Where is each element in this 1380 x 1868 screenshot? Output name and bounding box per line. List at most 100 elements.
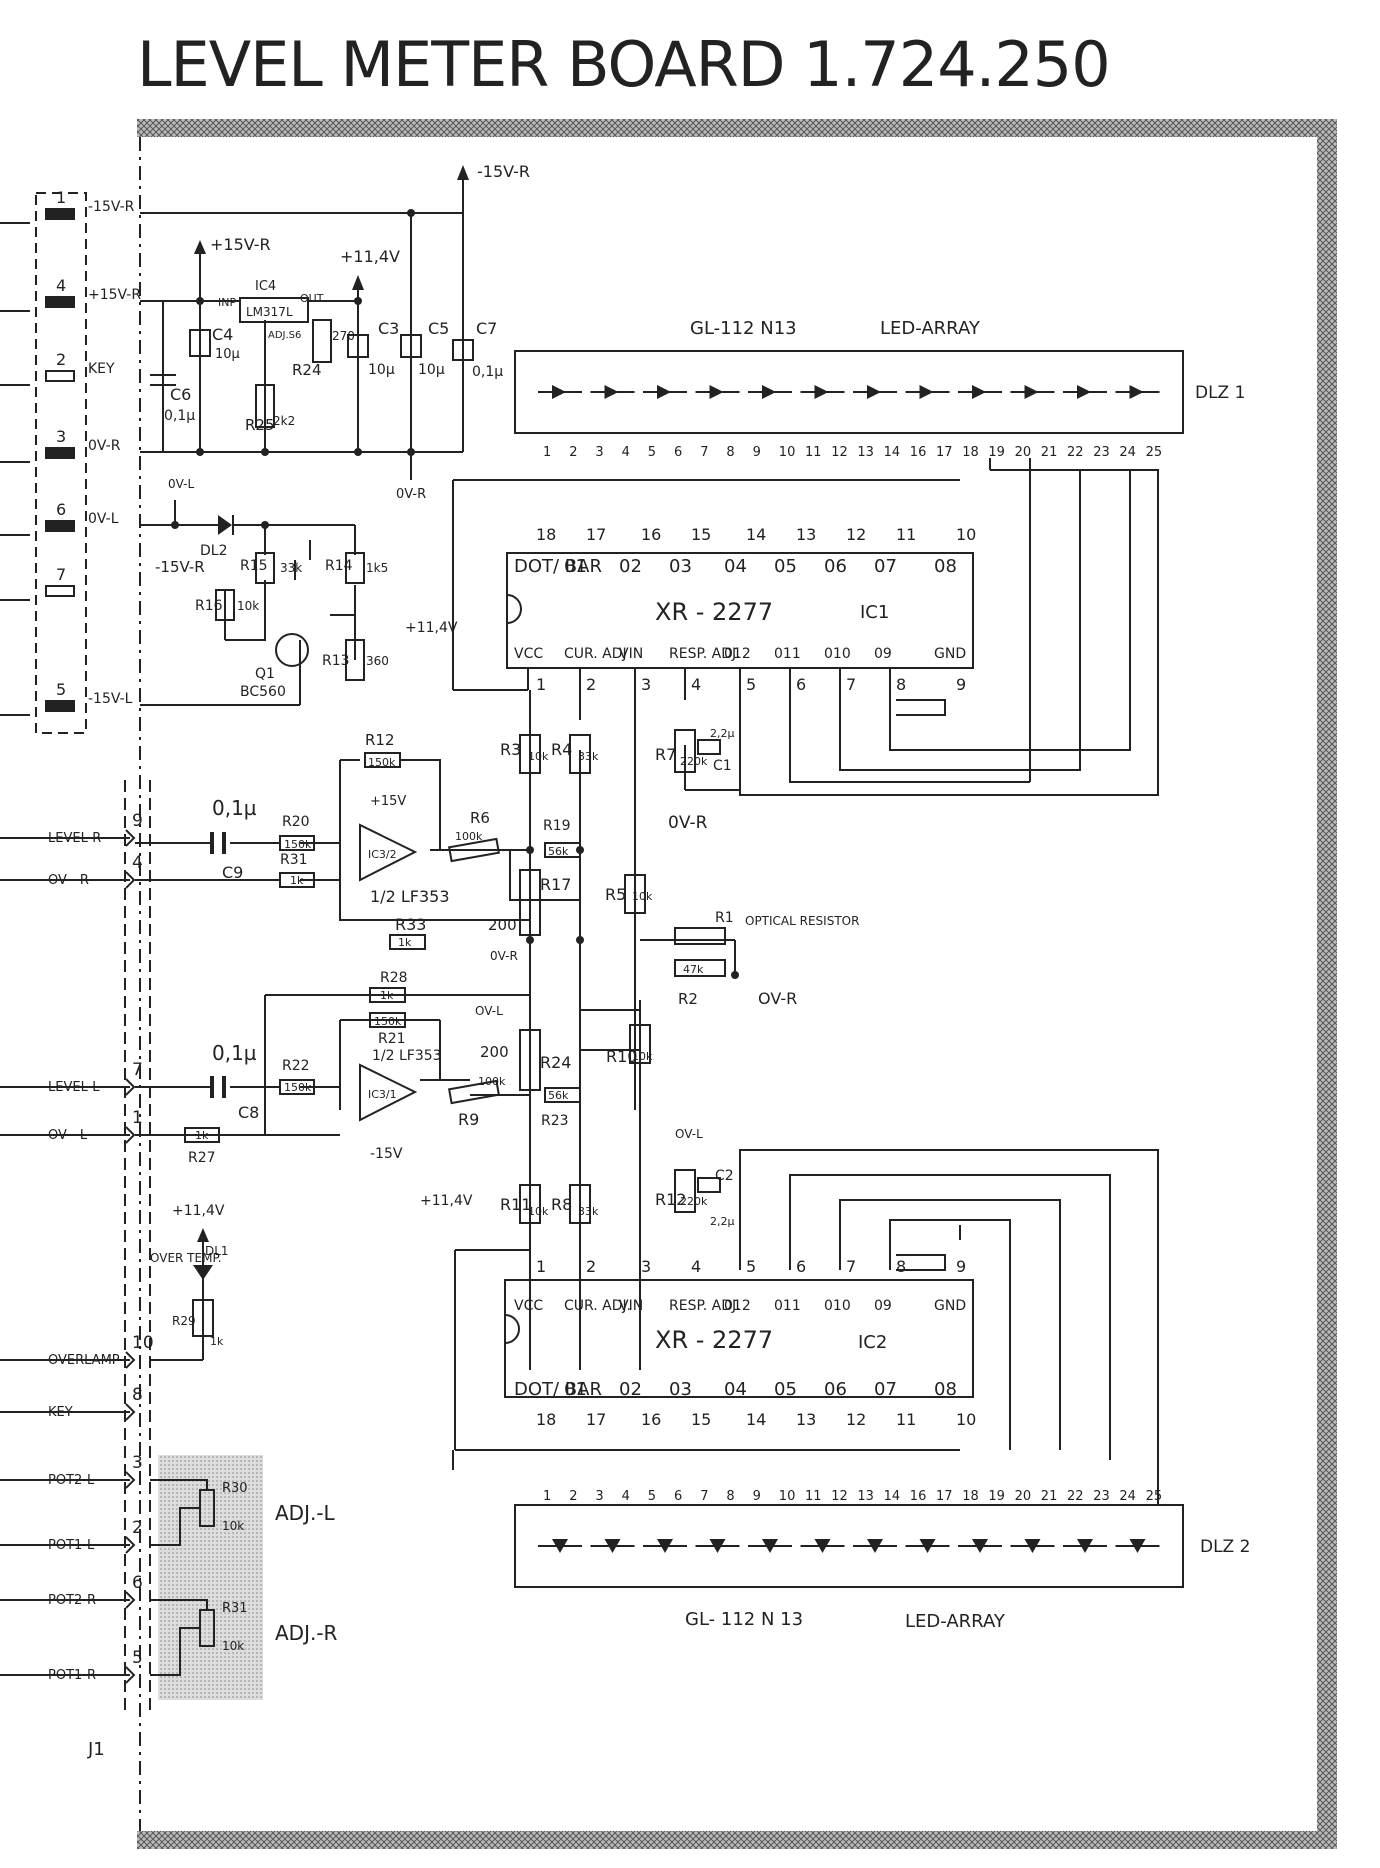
j1-row-number: 7 [132,1060,143,1080]
led-pin-number: 22 [1067,1489,1084,1504]
overtemp-label: OVER TEMP. [150,1251,222,1265]
r3-label: R3 [500,740,521,759]
r6-label: R6 [470,809,490,827]
ic-pin-number: 11 [896,525,916,544]
r23-label: R23 [541,1113,569,1129]
led-pin-number: 1 [543,445,551,460]
r12-left-value: 220k [680,1195,708,1208]
ic-pin-label: CUR. ADJ [564,646,627,662]
connector-pin-number: 3 [56,427,66,446]
connector-pin-label: 0V-R [88,438,121,454]
r2-value: 47k [683,963,704,976]
q1-label: Q1 [255,666,275,682]
r8-label: R8 [551,1195,572,1214]
ic-pin-label: 08 [934,1379,957,1400]
ic-pin-number: 6 [796,675,806,694]
r27-value: 1k [195,1129,209,1142]
adj-label: ADJ.S6 [268,330,301,341]
led-pin-number: 13 [857,445,874,460]
overtemp-section: +11,4V DL1 OVER TEMP. R29 1k [150,1203,229,1361]
ic-pin-number: 4 [691,1257,701,1276]
ic-pin-label: VCC [514,646,543,662]
ic-pin-label: 03 [669,556,692,577]
ovl-label-top: 0V-L [168,477,194,491]
r28-label: R28 [380,970,408,986]
r6-value: 100k [455,830,483,843]
connector-pin-number: 7 [56,565,66,584]
ic-pin-label: 01 [564,1379,587,1400]
ic-pin-number: 1 [536,1257,546,1276]
led-pin-number: 8 [726,1489,734,1504]
ovr-r2: OV-R [758,989,797,1008]
j1-row-label: OV - L [48,1128,88,1143]
ic-pin-label: DOT/ BAR [514,556,602,577]
r24-label: R24 [540,1053,571,1072]
out-label: OUT [300,292,324,305]
r9-label: R9 [458,1110,479,1129]
led-pin-number: 2 [569,1489,577,1504]
ic4-lm317l [239,297,309,323]
j1-row-label: LEVEL-L [48,1080,100,1095]
lf353-label-r: 1/2 LF353 [370,887,450,906]
power-supply-section: -15V-R +15V-R +11,4V IC4 LM317L INP OUT … [140,162,530,502]
ic-pin-number: 5 [746,675,756,694]
ic-pin-label: RESP. ADJ. [669,1298,741,1314]
ovr-r33: 0V-R [490,949,518,963]
connector-pin-number: 1 [56,188,66,207]
ic-pin-number: 6 [796,1257,806,1276]
led-pin-number: 10 [779,445,796,460]
dlz1-part-label: GL-112 N13 [690,318,797,339]
j1-row-number: 8 [132,1385,143,1405]
r20-value: 150k [284,838,312,851]
ic-pin-number: 9 [956,1257,966,1276]
ic-pin-number: 12 [846,525,866,544]
ic-pin-label: 06 [824,1379,847,1400]
j1-row-number: 5 [132,1648,143,1668]
ic-pin-label: VCC [514,1298,543,1314]
ic-pin-number: 14 [746,1410,766,1429]
ic-pin-number: 16 [641,525,661,544]
ic-pin-number: 12 [846,1410,866,1429]
ic-pin-label: 05 [774,556,797,577]
ic-pin-label: GND [934,1298,966,1314]
board-border [137,119,1337,1849]
j1-row-number: 6 [132,1573,143,1593]
led-pin-number: 4 [622,1489,630,1504]
ic-pin-number: 8 [896,1257,906,1276]
c6-label: C6 [170,385,191,404]
c1-label: C1 [713,758,732,774]
ic3-2-label: IC3/2 [368,848,397,861]
r17-value: 200 [488,916,517,934]
ic-pin-label: DOT/ BAR [514,1379,602,1400]
pos15-label: +15V-R [210,235,271,254]
c2-value: 2,2µ [710,1215,735,1228]
ic-pin-number: 5 [746,1257,756,1276]
led-pin-number: 24 [1119,1489,1136,1504]
r11-value: 10k [528,1205,549,1218]
ic-pin-label: 08 [934,556,957,577]
r1-label: R1 [715,910,734,926]
r8-value: 33k [578,1205,599,1218]
r12-left-label: R12 [655,1190,686,1209]
led-pin-number: 16 [910,1489,927,1504]
ovr-c1: 0V-R [668,813,708,833]
r9-value: 100k [478,1075,506,1088]
led-pin-number: 9 [753,1489,761,1504]
adjust-pots: R30 10k R31 10k ADJ.-L ADJ.-R [150,1479,338,1676]
ic-pin-label: 04 [724,1379,747,1400]
led-pin-number: 22 [1067,445,1084,460]
ic-pin-number: 11 [896,1410,916,1429]
led-pin-number: 20 [1015,1489,1032,1504]
ic3-2-opamp [359,823,418,882]
led-pin-number: 21 [1041,445,1058,460]
r23-value: 56k [548,1089,569,1102]
r14-value: 1k5 [366,561,388,575]
neg15-label: -15V-R [477,162,530,181]
r31-pot-value: 10k [222,1639,244,1653]
c5-label: C5 [428,319,449,338]
r16-value: 10k [237,599,259,613]
ic-pin-label: 02 [619,1379,642,1400]
r21-value: 150k [374,1015,402,1028]
